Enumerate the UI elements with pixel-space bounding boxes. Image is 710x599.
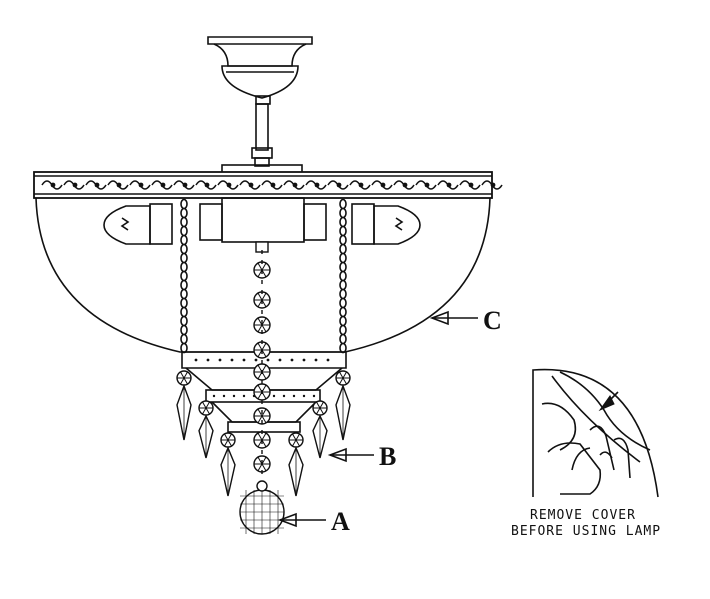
ceiling-canopy (207, 36, 313, 105)
band-rosette (138, 182, 144, 188)
frame-rivet (206, 358, 210, 362)
band-rosette (226, 182, 232, 188)
band-rosette (116, 182, 122, 188)
band-rosette (248, 182, 254, 188)
remove-cover-inset (532, 368, 659, 498)
chain-link (339, 342, 347, 354)
chain-link (180, 261, 188, 273)
chain-link (180, 342, 188, 354)
band-rosette (314, 182, 320, 188)
frame-rivet (242, 358, 246, 362)
frame-rivet (266, 358, 270, 362)
chain-link (180, 225, 188, 237)
callout-a: A (331, 507, 350, 536)
frame-rivet (194, 358, 198, 362)
chain-link (339, 216, 347, 228)
frame-rivet (232, 394, 236, 398)
chain-link (180, 315, 188, 327)
chain-link (339, 279, 347, 291)
band-rosette (336, 182, 342, 188)
chain-link (180, 234, 188, 246)
chain-link (180, 207, 188, 219)
ball-cap (256, 480, 268, 492)
band-rosette (490, 182, 496, 188)
chain-link (180, 198, 188, 210)
frame-rivet (230, 358, 234, 362)
band-rosette (380, 182, 386, 188)
chain-link (339, 270, 347, 282)
chain-link (339, 234, 347, 246)
band-rosette (270, 182, 276, 188)
frame-rivet (282, 394, 286, 398)
frame-rivet (290, 358, 294, 362)
chain-link (339, 207, 347, 219)
chain-link (180, 252, 188, 264)
ornamental-band (33, 171, 503, 199)
band-rosette (72, 182, 78, 188)
band-rosette (160, 182, 166, 188)
bulbs (103, 197, 421, 245)
frame-rivet (314, 358, 318, 362)
band-rosette (182, 182, 188, 188)
frame-rivet (302, 358, 306, 362)
band-rosette (358, 182, 364, 188)
band-rosette (50, 182, 56, 188)
frame-rivet (326, 358, 330, 362)
chain-link (339, 288, 347, 300)
chain-link (339, 261, 347, 273)
chain-link (339, 198, 347, 210)
frame-rivet (312, 394, 316, 398)
chain-link (180, 270, 188, 282)
frame-rivet (242, 394, 246, 398)
down-rod (221, 103, 303, 174)
frame-rivet (272, 394, 276, 398)
frame-rivet (302, 394, 306, 398)
band-rosette (204, 182, 210, 188)
callout-leaders (277, 310, 478, 528)
chain-link (339, 315, 347, 327)
band-rosette (424, 182, 430, 188)
note-line-1: REMOVE COVER (530, 508, 636, 523)
chain-link (339, 297, 347, 309)
chain-link (180, 279, 188, 291)
note-line-2: BEFORE USING LAMP (511, 524, 661, 539)
chain-link (180, 306, 188, 318)
chain-link (339, 243, 347, 255)
chain-link (180, 288, 188, 300)
callout-b: B (379, 442, 396, 471)
chain-link (180, 333, 188, 345)
chains (180, 198, 347, 354)
band-rosette (468, 182, 474, 188)
chain-link (339, 306, 347, 318)
chain-link (339, 333, 347, 345)
band-rosette (402, 182, 408, 188)
crystal-ornaments (176, 241, 351, 535)
frame-rivet (212, 394, 216, 398)
chain-link (180, 216, 188, 228)
callout-c: C (483, 306, 502, 335)
frame-rivet (222, 394, 226, 398)
chain-link (339, 324, 347, 336)
band-rosette (94, 182, 100, 188)
frame-rivet (278, 358, 282, 362)
frame-rivet (218, 358, 222, 362)
band-rosette (446, 182, 452, 188)
frame-rivet (292, 394, 296, 398)
chain-link (339, 225, 347, 237)
band-rosette (292, 182, 298, 188)
chain-link (180, 324, 188, 336)
chain-link (339, 252, 347, 264)
chain-link (180, 297, 188, 309)
frame-rivet (254, 358, 258, 362)
chain-link (180, 243, 188, 255)
